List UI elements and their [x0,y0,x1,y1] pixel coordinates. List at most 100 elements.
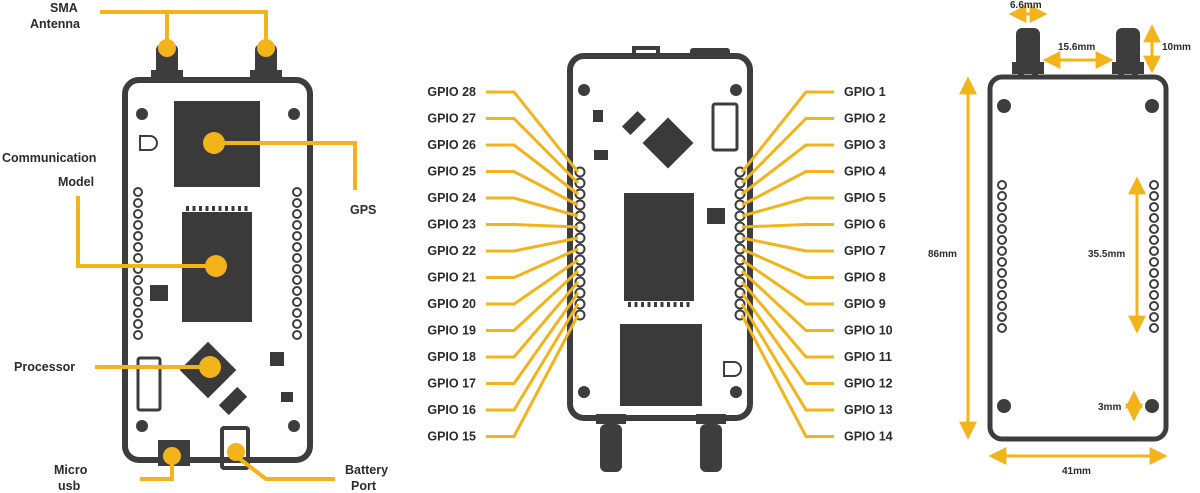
right-board-outline [987,74,1169,442]
header-pin [1149,180,1159,190]
gpio-line-right [741,143,834,196]
gpio-label-right: GPIO 1 [844,85,886,99]
gpio-label-right: GPIO 5 [844,191,886,205]
dim-board-width: 41mm [1062,466,1091,477]
chip-pin [225,206,228,211]
header-pin [133,242,143,252]
gpio-label-left: GPIO 16 [427,403,476,417]
gpio-label-right: GPIO 3 [844,138,886,152]
header-pin [133,198,143,208]
header-pin [133,319,143,329]
header-pin [997,268,1007,278]
chip-pin [186,206,189,211]
gpio-label-left: GPIO 26 [427,138,476,152]
gpio-label-right: GPIO 14 [844,430,893,444]
header-pin [292,231,302,241]
chip-pin [244,206,248,211]
chip-pin [660,302,664,307]
chip-pin [212,206,215,211]
gpio-label-left: GPIO 21 [427,271,476,285]
gpio-line-left [486,117,580,185]
gpio-label-right: GPIO 8 [844,271,886,285]
header-pin [1149,323,1159,333]
gpio-label-left: GPIO 18 [427,350,476,364]
gpio-line-left [486,303,580,412]
header-pin [997,312,1007,322]
chip-pin [205,206,209,211]
gpio-label-right: GPIO 7 [844,244,886,258]
gpio-label-left: GPIO 22 [427,244,476,258]
gpio-line-left [486,292,580,385]
gpio-line-right [740,269,834,332]
header-pin [133,209,143,219]
chip-pin [231,206,235,211]
header-pin [997,257,1007,267]
header-pin [1149,246,1159,256]
header-pin [292,264,302,274]
label-sma: SMA [50,1,78,15]
header-pin [1149,235,1159,245]
header-pin [997,224,1007,234]
gpio-line-right [741,223,834,229]
chip-pin [647,302,651,307]
gpio-label-right: GPIO 6 [844,218,886,232]
header-pin [1149,312,1159,322]
header-pin [133,308,143,318]
battery-port [220,426,250,470]
processor-chip-middle [642,117,694,169]
header-pin [997,246,1007,256]
gpio-lines [486,90,834,438]
header-pin [997,323,1007,333]
gpio-label-right: GPIO 4 [844,165,886,179]
gpio-line-right [741,170,834,207]
header-pin [292,187,302,197]
label-gps: GPS [350,203,376,217]
chip-pin [634,302,638,307]
gpio-pad-left [574,188,586,200]
header-pin [292,275,302,285]
gpio-label-left: GPIO 17 [427,377,476,391]
chip-pin [628,302,631,307]
header-pin [292,209,302,219]
gpio-label-left: GPIO 28 [427,85,476,99]
header-pin [292,253,302,263]
gpio-line-left [486,143,579,196]
gpio-label-left: GPIO 27 [427,112,476,126]
left-callouts [76,10,357,481]
header-pin [292,286,302,296]
gpio-line-left [486,196,579,218]
chip-pin [680,302,683,307]
label-processor: Processor [14,360,75,374]
header-pin [133,297,143,307]
gpio-line-right [740,303,834,412]
gpio-line-left [486,223,579,229]
chip-pin [199,206,202,211]
gpio-line-left [486,170,579,207]
chip-pin [673,302,677,307]
header-pin [997,279,1007,289]
dim-connector-width: 6.6mm [1010,0,1042,11]
header-pin [1149,290,1159,300]
chip-pin [192,206,196,211]
header-pin [997,191,1007,201]
header-pin [997,290,1007,300]
gps-module-middle [620,324,702,406]
chip-pin [667,302,670,307]
header-pin [292,242,302,252]
header-pin [133,187,143,197]
header-pin [997,180,1007,190]
gpio-label-right: GPIO 9 [844,297,886,311]
gpio-label-left: GPIO 25 [427,165,476,179]
gpio-label-right: GPIO 11 [844,350,892,364]
gpio-line-left [486,236,579,253]
dim-board-height: 86mm [928,249,957,260]
header-pin [133,231,143,241]
header-pin [1149,257,1159,267]
header-pin [133,253,143,263]
label-communication: Communication [2,151,96,165]
label-battery: Battery [345,463,388,477]
label-model: Model [58,175,94,189]
gpio-label-left: GPIO 15 [427,430,476,444]
